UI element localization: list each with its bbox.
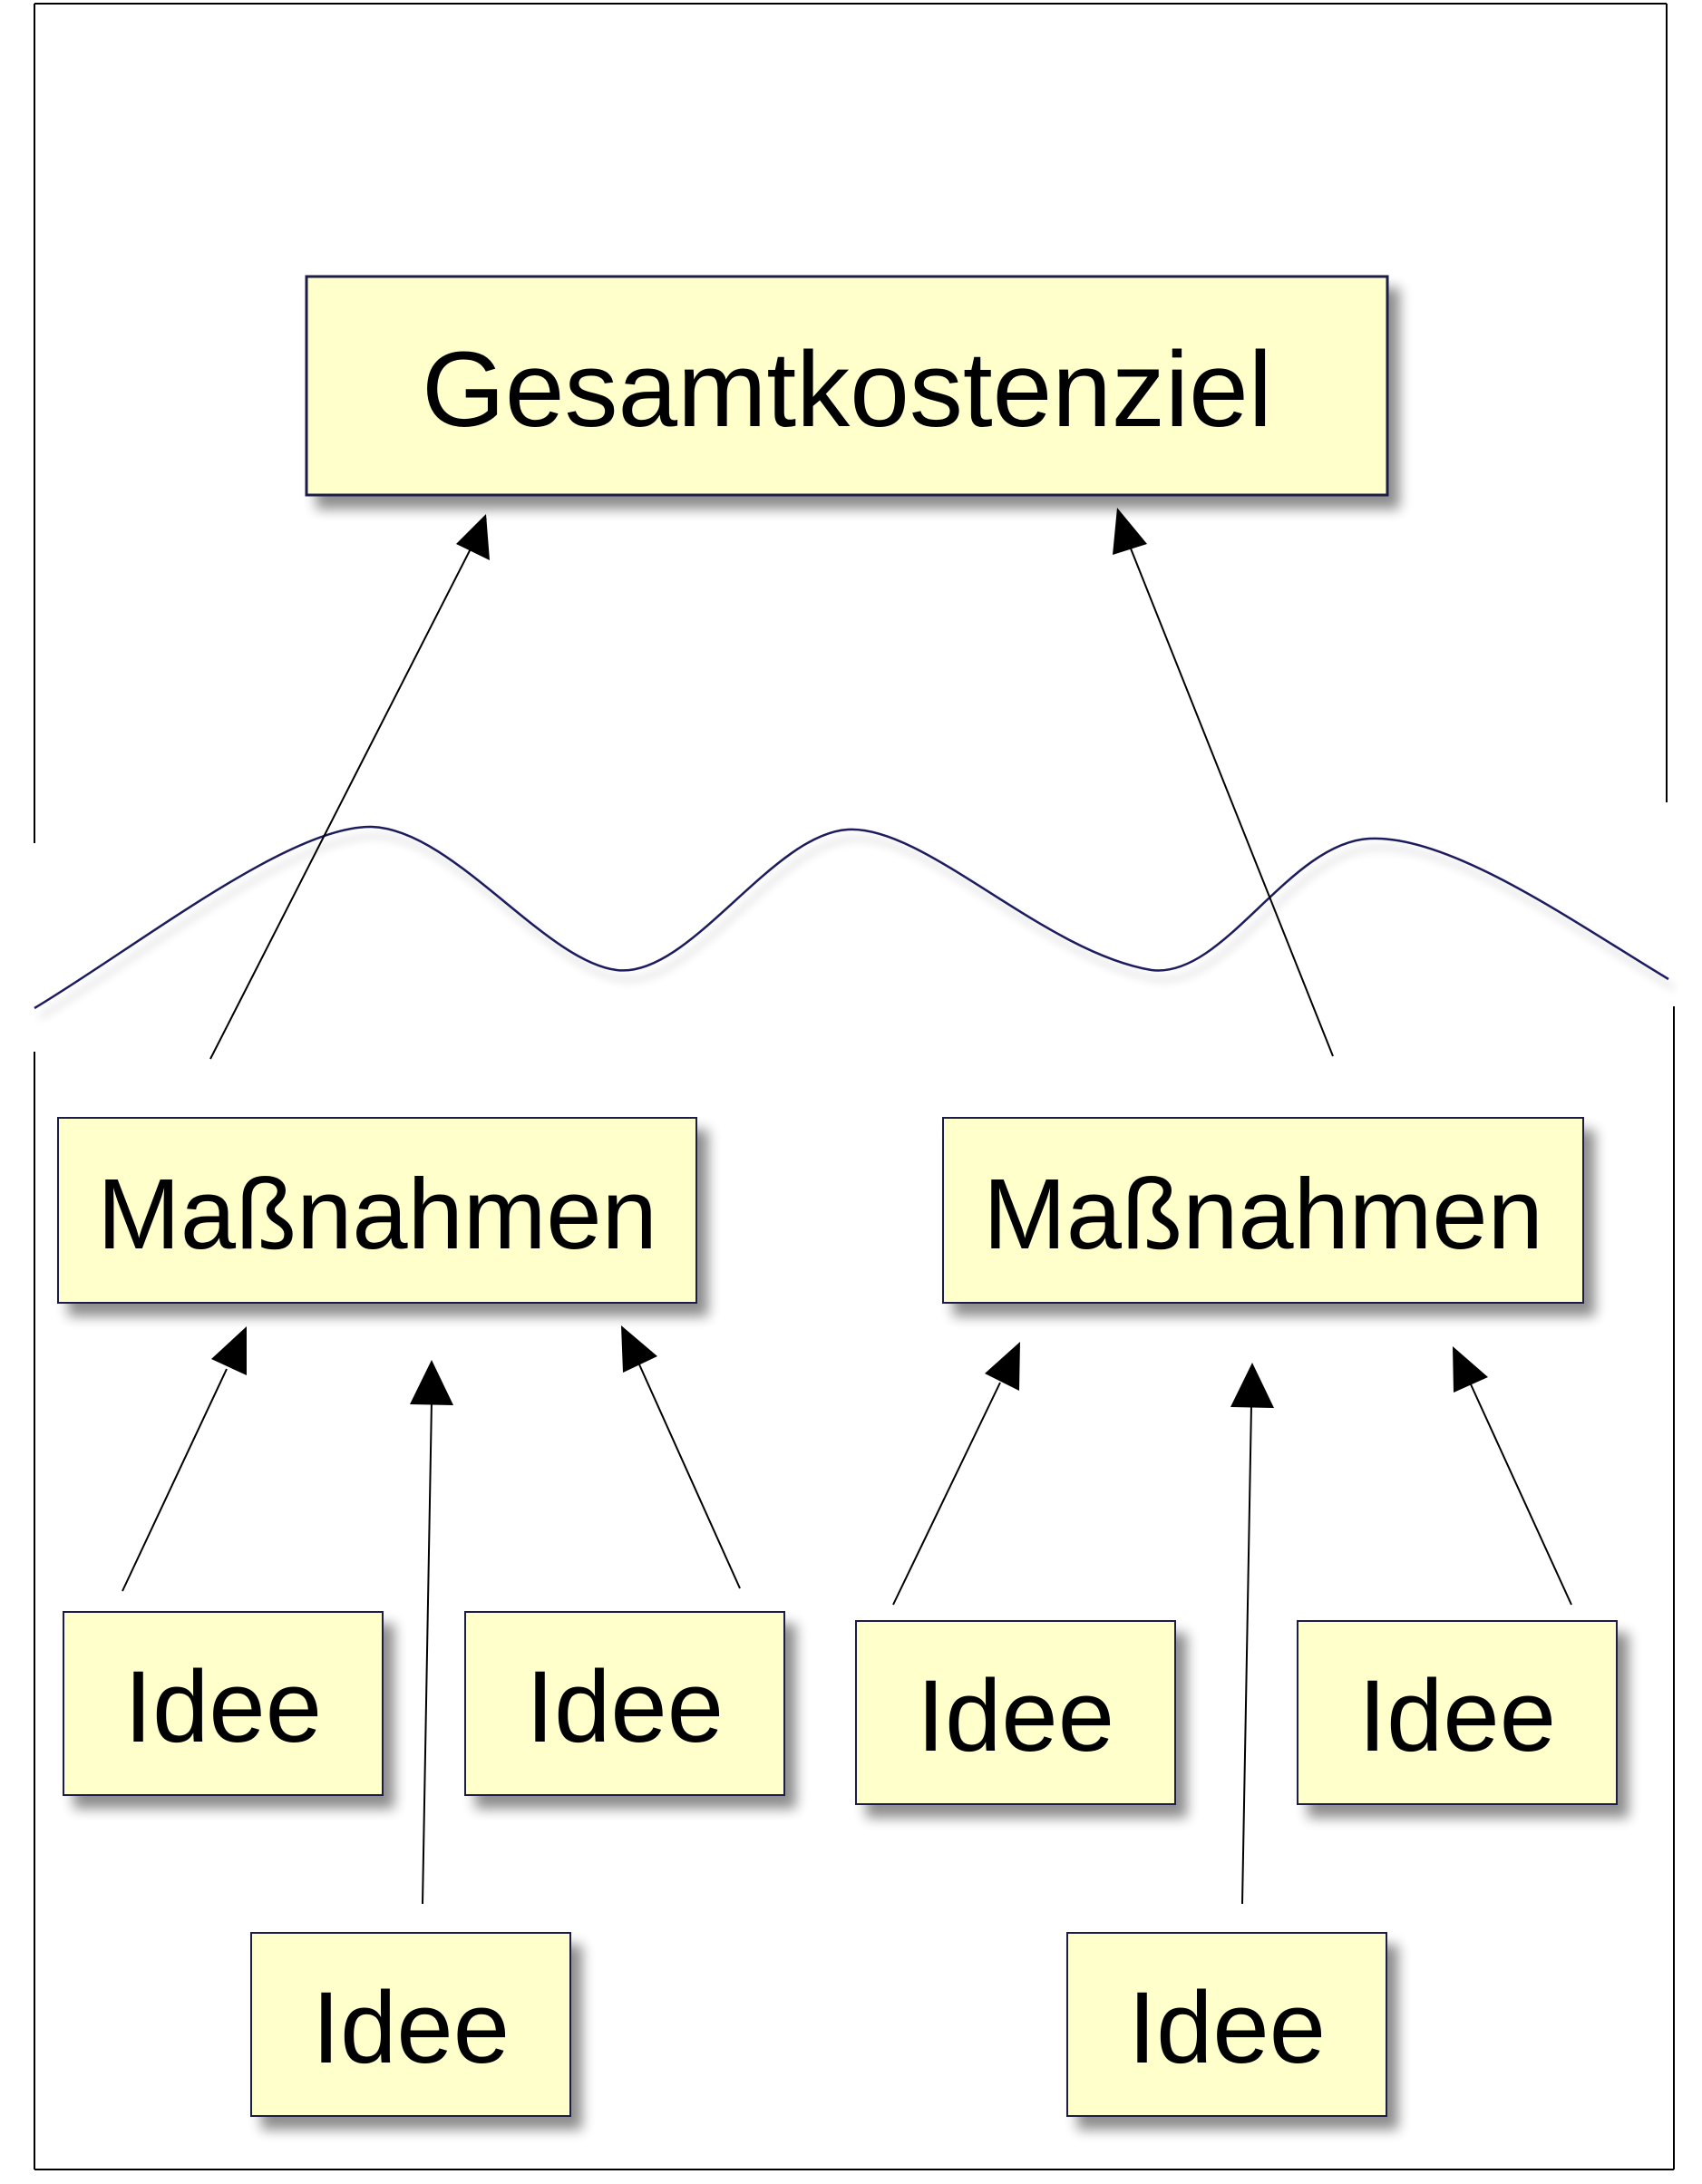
idea-node-3: Idee [250,1932,571,2117]
goal-node: Gesamtkostenziel [305,275,1389,497]
idea-node-5-label: Idee [1358,1659,1556,1772]
idea-node-1: Idee [63,1611,384,1796]
idea-node-6: Idee [1066,1932,1387,2117]
arrow-measure-left-to-goal [209,518,487,1060]
arrow-measure-right-to-goal [1128,543,1334,1057]
measure-node-left: Maßnahmen [57,1117,697,1304]
idea-node-4-label: Idee [917,1659,1114,1772]
idea-node-1-label: Idee [124,1650,322,1763]
measure-node-right-label: Maßnahmen [983,1159,1543,1270]
idea-node-5: Idee [1297,1620,1618,1805]
measure-node-right: Maßnahmen [942,1117,1584,1304]
frame-lower [34,1006,1675,2170]
arrow-idea-2-to-measure-left [638,1364,741,1589]
arrowhead-icon [211,1326,247,1375]
idea-node-2: Idee [464,1611,785,1796]
arrow-idea-6-to-measure-right [1241,1404,1252,1905]
idea-node-6-label: Idee [1128,1971,1326,2084]
arrowhead-icon [621,1325,657,1373]
frame-upper [34,3,1668,843]
measure-node-left-label: Maßnahmen [97,1159,657,1270]
idea-node-4: Idee [855,1620,1176,1805]
arrowhead-icon [985,1342,1020,1391]
arrow-idea-4-to-measure-right [892,1382,1001,1606]
arrowhead-icon [1453,1346,1488,1393]
arrowhead-icon [410,1360,453,1405]
arrow-idea-5-to-measure-right [1470,1383,1572,1606]
arrow-idea-3-to-measure-left [422,1400,433,1905]
arrowhead-icon [456,514,490,560]
arrow-idea-1-to-measure-left [122,1368,228,1592]
wave-separator [34,825,1669,1010]
idea-node-2-label: Idee [526,1650,724,1763]
goal-node-label: Gesamtkostenziel [422,330,1272,450]
arrowhead-icon [1113,508,1147,555]
idea-node-3-label: Idee [312,1971,510,2084]
arrowhead-icon [1230,1363,1274,1408]
